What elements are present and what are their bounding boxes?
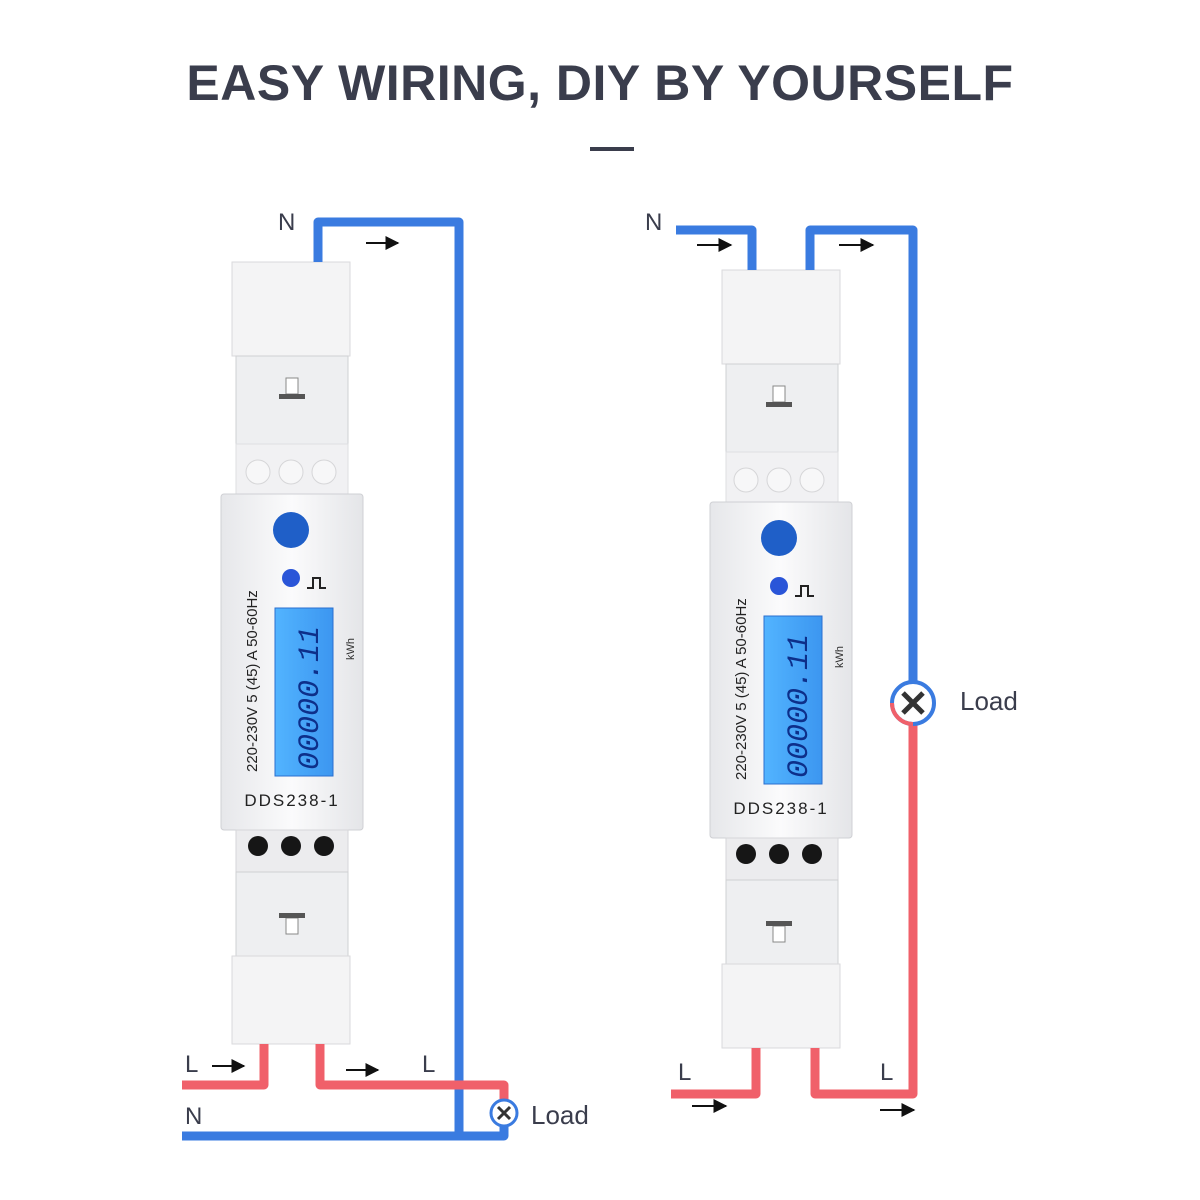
meter-unit-left: kWh bbox=[345, 638, 357, 660]
label-live-in-left: L bbox=[185, 1051, 198, 1078]
meter-unit-right: kWh bbox=[834, 646, 846, 668]
label-neutral-top-left: N bbox=[278, 209, 295, 236]
meter-spec-left: 220-230V 5 (45) A 50-60Hz bbox=[244, 590, 261, 772]
label-neutral-bottom-left: N bbox=[185, 1103, 202, 1130]
meter-reading-right: 00000.11 bbox=[783, 634, 817, 778]
load-symbol-left bbox=[489, 1098, 519, 1128]
meter-spec-right: 220-230V 5 (45) A 50-60Hz bbox=[733, 598, 750, 780]
lcd-left bbox=[274, 607, 334, 777]
meter-model-left: DDS238-1 bbox=[244, 791, 339, 810]
live-out-wire-left bbox=[315, 1044, 509, 1100]
meter-left: 00000.11 220-230V 5 (45) A 50-60Hz kWh D… bbox=[220, 261, 364, 1045]
load-x-icon-right bbox=[901, 691, 925, 715]
neutral-out-wire-right bbox=[805, 225, 918, 690]
label-live-out-right: L bbox=[880, 1059, 893, 1086]
label-load-right: Load bbox=[960, 686, 1018, 716]
wiring-right bbox=[671, 225, 918, 1117]
pulse-icon-right bbox=[795, 585, 814, 597]
label-neutral-top-right: N bbox=[645, 209, 662, 236]
label-live-out-left: L bbox=[422, 1051, 435, 1078]
test-button-right bbox=[761, 520, 797, 556]
meter-model-right: DDS238-1 bbox=[733, 799, 828, 818]
meter-right: 00000.11 220-230V 5 (45) A 50-60Hz kWh D… bbox=[709, 269, 853, 1049]
live-load-wire-right bbox=[810, 716, 918, 1099]
pulse-icon-left bbox=[307, 577, 326, 589]
page-title: EASY WIRING, DIY BY YOURSELF bbox=[186, 55, 1014, 111]
test-button-left bbox=[273, 512, 309, 548]
label-load-left: Load bbox=[531, 1100, 589, 1130]
lcd-right bbox=[763, 615, 823, 785]
neutral-bottom-wire-left bbox=[182, 1126, 509, 1141]
meter-reading-left: 00000.11 bbox=[294, 626, 328, 770]
neutral-in-wire-right bbox=[676, 225, 757, 270]
live-in-wire-right bbox=[671, 1048, 761, 1099]
load-x-icon-left bbox=[496, 1105, 512, 1121]
pulse-led-left bbox=[282, 569, 300, 587]
pulse-led-right bbox=[770, 577, 788, 595]
title-divider bbox=[590, 147, 634, 151]
label-live-in-right: L bbox=[678, 1059, 691, 1086]
live-in-wire-left bbox=[182, 1044, 269, 1090]
wiring-left bbox=[182, 217, 509, 1141]
neutral-wire-left bbox=[313, 217, 464, 1136]
load-symbol-right bbox=[890, 680, 936, 726]
